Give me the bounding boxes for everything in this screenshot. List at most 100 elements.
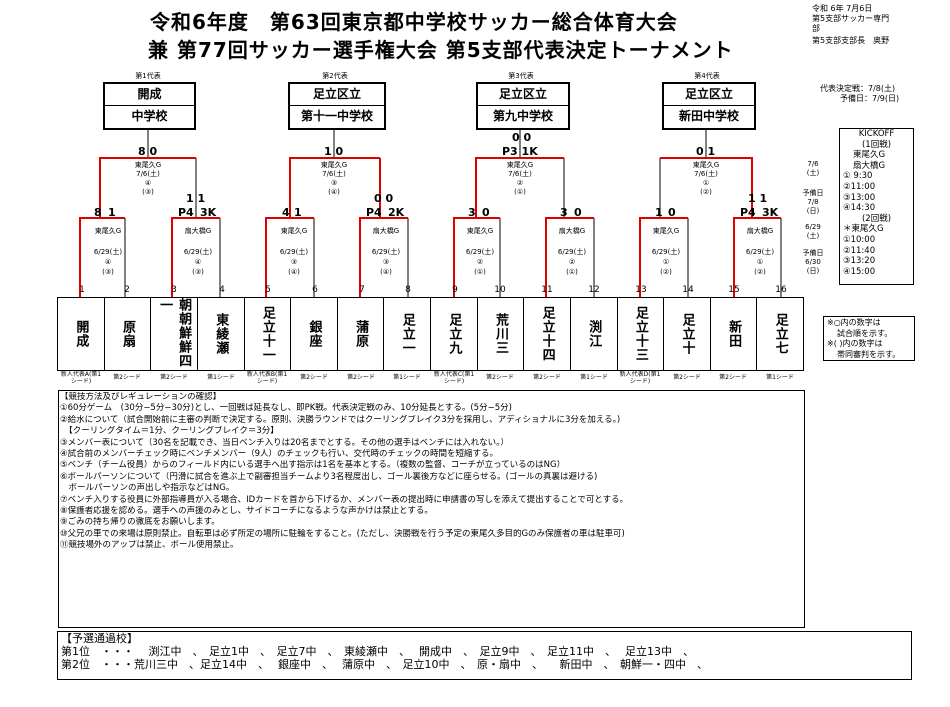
winner-label-3: 第3代表 — [508, 72, 534, 80]
team-cell: 足立九 — [431, 298, 478, 370]
legend-line: ※○内の数字は — [827, 318, 881, 327]
r1-date-6: 6/29(土) — [557, 248, 587, 256]
kickoff-time: ②11:40 — [843, 245, 876, 256]
final-round-3: ② — [516, 179, 524, 187]
seed-label: 新人代表B(第1シード) — [246, 371, 288, 385]
qualifiers-box: 【予選通過校】 第1位 ・・・ 渕江中 、 足立1中 、 足立7中 、 東綾瀬中… — [57, 631, 912, 680]
seed-label: 第2シード — [719, 374, 747, 381]
legend-line: ※( )内の数字は — [827, 339, 883, 348]
kickoff-time: ②11:00 — [843, 181, 876, 192]
seed-label: 第1シード — [207, 374, 235, 381]
team-cell: 足立十一 — [245, 298, 292, 370]
r1-date-2: 6/29(土) — [183, 248, 213, 256]
final-pk-base-3: 0 0 — [512, 131, 532, 144]
rules-line: ③メンバー表について（30名を記載でき、当日ベンチ入りは20名までとする。その他… — [60, 437, 509, 448]
r1-score-r-4: 2K — [388, 206, 405, 219]
r1-venue-4: 扇大橋G — [372, 227, 400, 235]
r1-date-5: 6/29(土) — [465, 248, 495, 256]
header-org-suffix: 部 — [812, 24, 820, 33]
side-reserve-final-date: 7/8 — [807, 198, 819, 206]
rules-box — [58, 390, 805, 628]
team-cell: 足立十 — [664, 298, 711, 370]
kickoff-time: ④14:30 — [843, 203, 876, 214]
r1-pk-base-4: 0 0 — [374, 192, 394, 205]
team-cell: 足立十四 — [524, 298, 571, 370]
team-cell: 渕江 — [571, 298, 618, 370]
winner-label-2: 第2代表 — [322, 72, 348, 80]
final-date-3: 7/6(土) — [508, 170, 532, 178]
winner-name-school: 第十一中学校 — [290, 105, 384, 127]
r1-ref-8: (②) — [754, 268, 766, 276]
r1-venue-1: 東尾久G — [94, 227, 122, 235]
r1-ref-6: (①) — [566, 268, 578, 276]
r1-ref-4: (④) — [380, 268, 392, 276]
team-number: 12 — [588, 285, 600, 295]
r1-date-3: 6/29(土) — [279, 248, 309, 256]
team-number: 16 — [775, 285, 787, 295]
side-date-final-day: (土) — [806, 169, 820, 177]
team-number: 2 — [124, 285, 130, 295]
r1-ref-7: (②) — [660, 268, 672, 276]
final-ref-4: (②) — [700, 188, 712, 196]
kickoff-venue1: 東尾久G — [853, 150, 886, 161]
qualifiers-row-second: 第2位 ・・・荒川三中 、足立14中 、 銀座中 、 蒲原中 、 足立10中 、… — [61, 658, 708, 671]
r1-round-6: ② — [568, 258, 576, 266]
team-number: 9 — [452, 285, 458, 295]
seed-label: 第2シード — [347, 374, 375, 381]
side-date-final: 7/6 — [807, 160, 819, 168]
team-cell: 原扇 — [105, 298, 152, 370]
rules-line: 【競技方法及びレギュレーションの確認】 — [60, 392, 222, 402]
winner-name: 足立区立 — [684, 87, 733, 101]
r1-score-r-2: 3K — [200, 206, 217, 219]
team-cell: 開成 — [58, 298, 105, 370]
r1-score-r-1: 1 — [108, 206, 116, 219]
qualifiers-row-first: 第1位 ・・・ 渕江中 、 足立1中 、 足立7中 、 東綾瀬中 、 開成中 、… — [61, 645, 694, 658]
r1-score-r-3: 1 — [294, 206, 302, 219]
rules-line: ④試合前のメンバーチェック時にベンチメンバー（9人）のチェックも行い、交代時のチ… — [60, 449, 499, 460]
seed-label: 第2シード — [486, 374, 514, 381]
r1-date-7: 6/29(土) — [651, 248, 681, 256]
seed-label: 第2シード — [160, 374, 188, 381]
kickoff-schedule: KICKOFF (1回戦) 東尾久G 扇大橋G ① 9:30 ②11:00 ③1… — [839, 128, 914, 285]
header-chief: 第5支部支部長 奥野 — [812, 36, 890, 45]
team-cell: 東綾瀬 — [198, 298, 245, 370]
final-venue-1: 東尾久G — [134, 161, 162, 169]
kickoff-round2: (2回戦) — [861, 213, 892, 224]
team-list: 開成 原扇 朝朝鮮鮮四一 東綾瀬 足立十一 銀座 蒲原 足立一 足立九 荒川三 … — [57, 297, 804, 371]
winner-label-1: 第1代表 — [135, 72, 161, 80]
r1-ref-3: (④) — [288, 268, 300, 276]
final-ref-3: (①) — [514, 188, 526, 196]
final-score-4: 0 1 — [696, 145, 716, 158]
r1-ref-1: (③) — [102, 268, 114, 276]
team-number: 15 — [728, 285, 740, 295]
r1-ref-2: (③) — [192, 268, 204, 276]
r1-score-l-6: 3 — [560, 206, 568, 219]
kickoff-time: ④15:00 — [843, 266, 876, 277]
side-reserve-final: 予備日 — [802, 189, 824, 197]
side-date-r1: 6/29 — [805, 223, 821, 231]
final-date-2: 7/6(土) — [322, 170, 346, 178]
kickoff-venue3: ＊東尾久G — [843, 224, 884, 235]
kickoff-time: ③13:20 — [843, 256, 876, 267]
reserve-date: 予備日：7/9(日) — [840, 94, 900, 103]
rules-line: ①60分ゲーム (30分−5分−30分)とし、一回戦は延長なし、即PK戦。代表決… — [60, 403, 512, 414]
r1-round-5: ② — [476, 258, 484, 266]
kickoff-title: KICKOFF — [858, 129, 895, 139]
kickoff-round1: (1回戦) — [861, 139, 892, 150]
winner-name: 足立区立 — [498, 87, 547, 101]
side-reserve-r1-date: 6/30 — [805, 258, 821, 266]
team-number: 14 — [682, 285, 694, 295]
final-venue-3: 東尾久G — [506, 161, 534, 169]
team-cell: 足立一 — [384, 298, 431, 370]
r1-round-4: ③ — [382, 258, 390, 266]
r1-round-7: ① — [662, 258, 670, 266]
team-number: 11 — [541, 285, 553, 295]
r1-score-l-3: 4 — [282, 206, 290, 219]
final-date-1: 7/6(土) — [136, 170, 160, 178]
side-date-r1-day: (土) — [806, 232, 820, 240]
r1-pk-base-8: 1 1 — [748, 192, 768, 205]
header-date: 令和 6年 7月6日 — [812, 4, 873, 13]
r1-score-l-1: 8 — [94, 206, 102, 219]
team-number: 8 — [405, 285, 411, 295]
